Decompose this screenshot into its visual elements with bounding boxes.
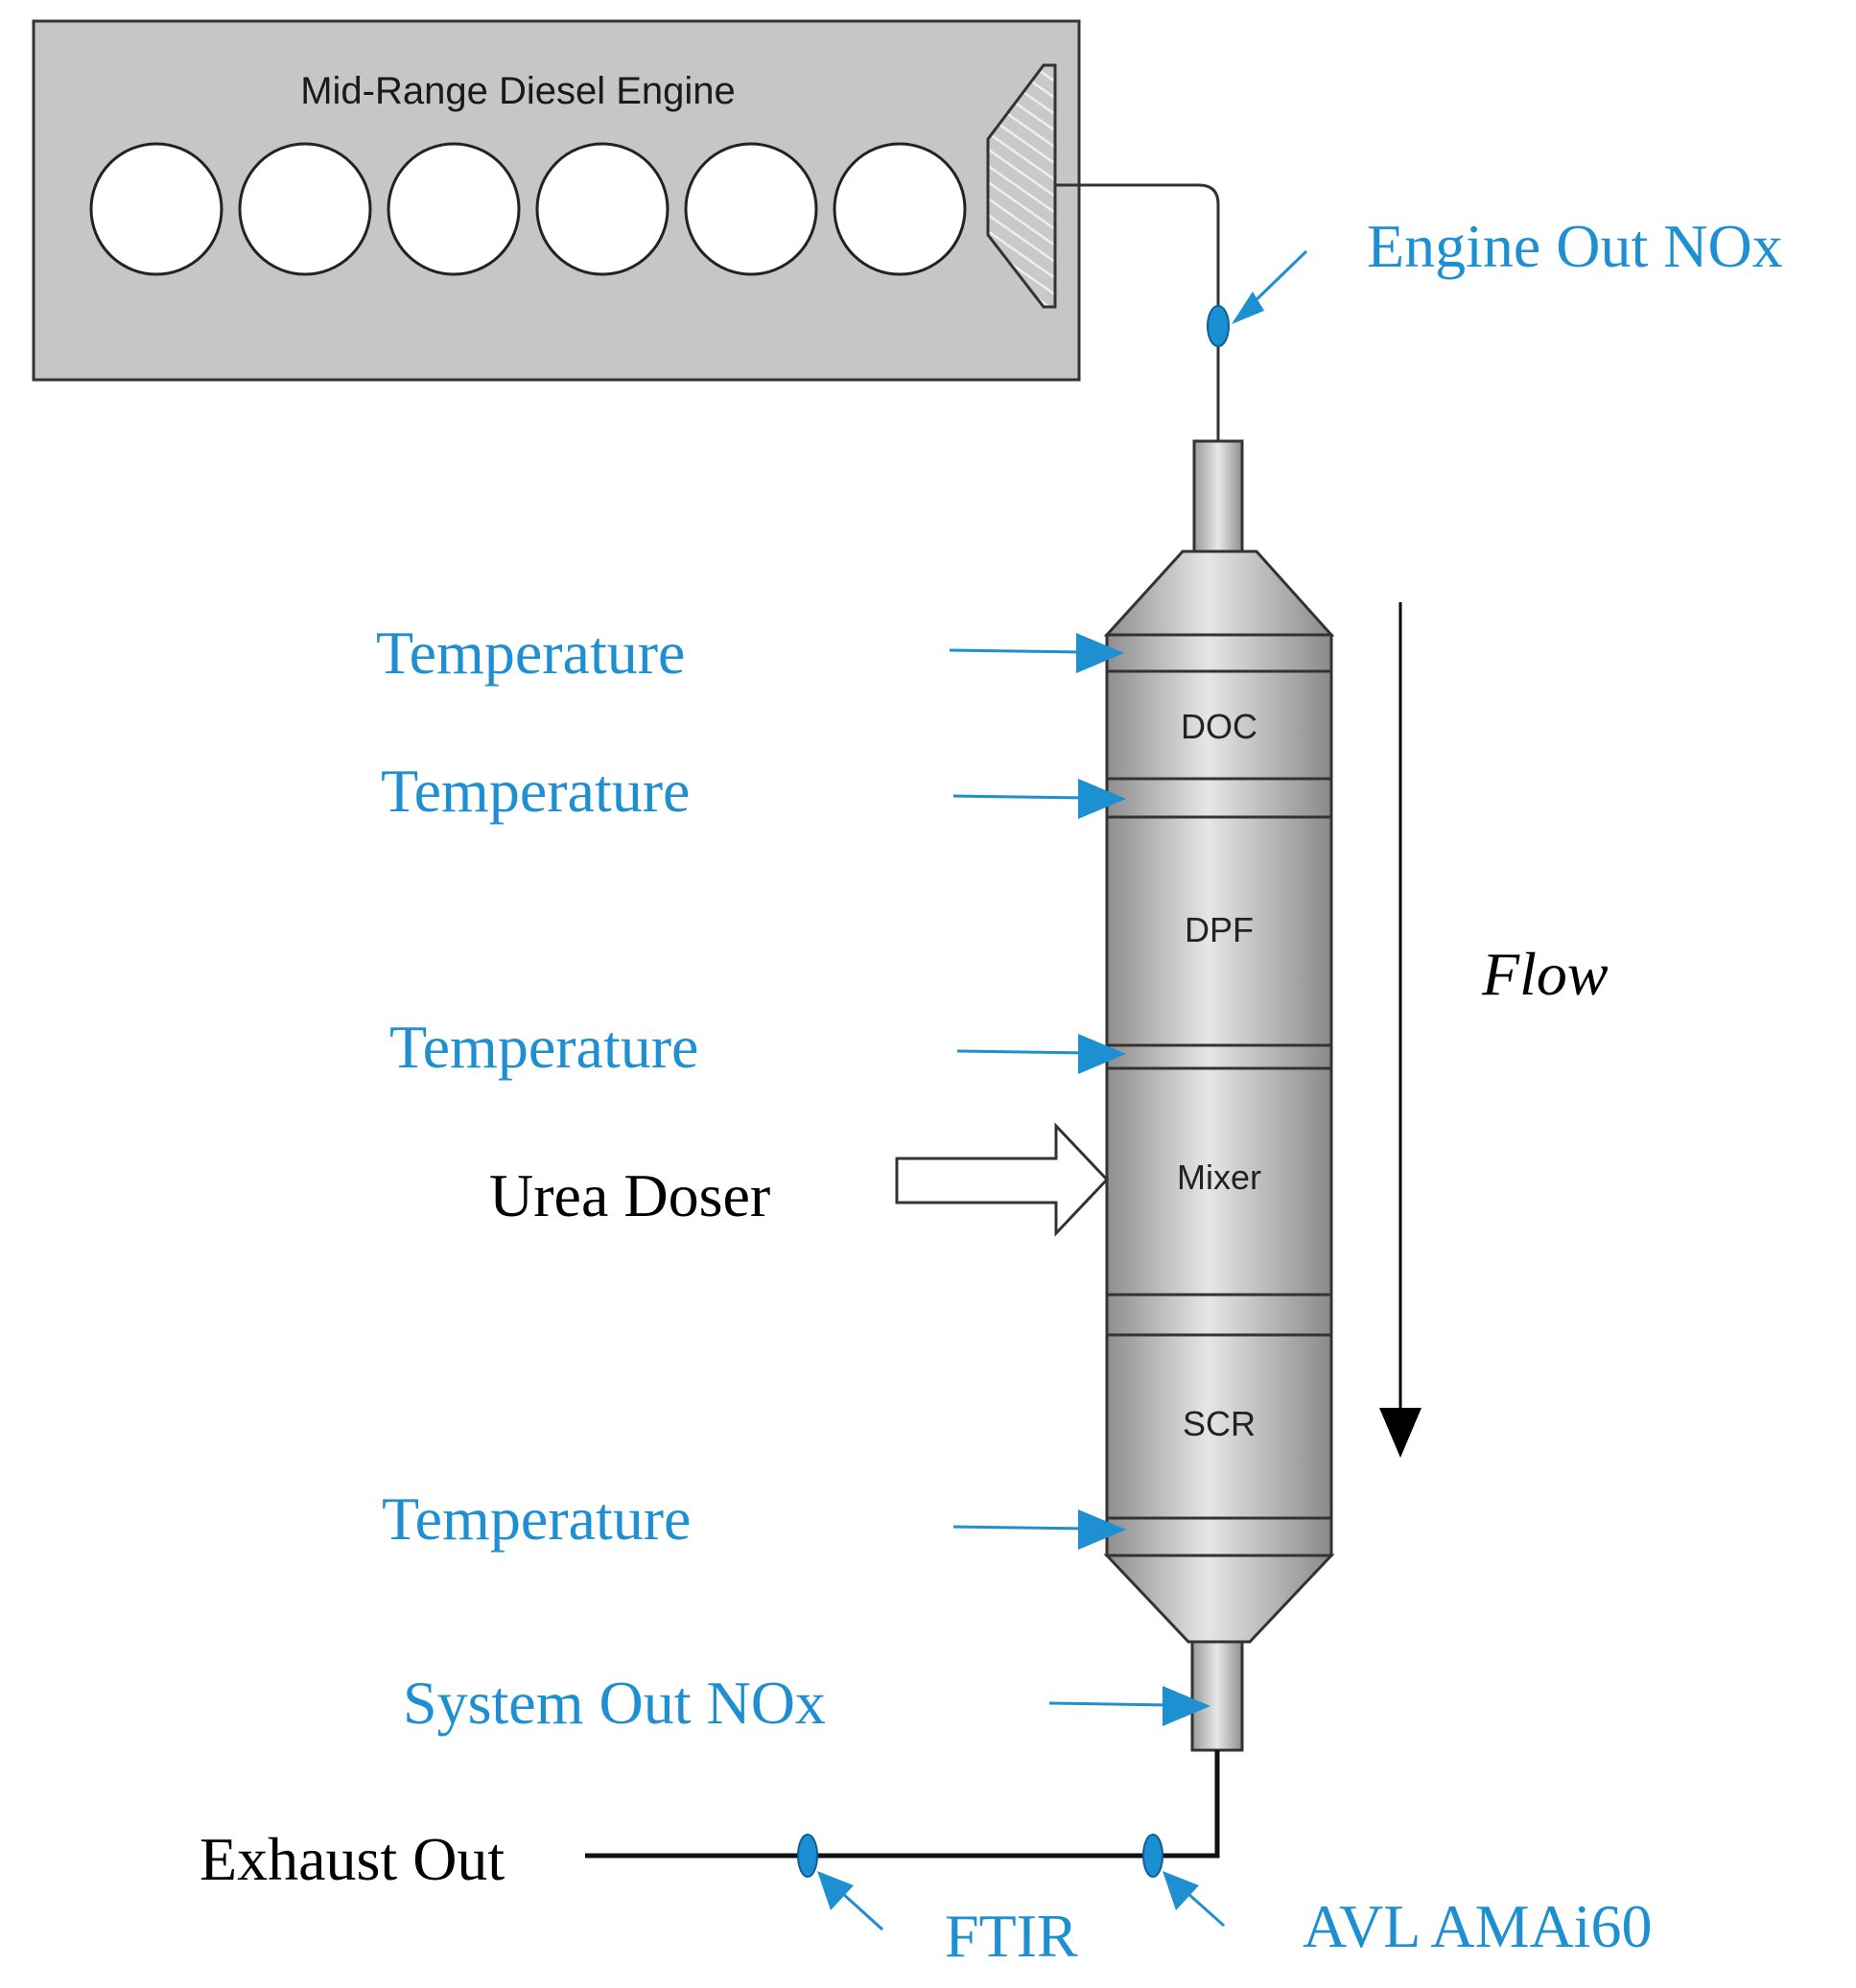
canister-body xyxy=(1105,633,1333,1557)
engine-title: Mid-Range Diesel Engine xyxy=(300,70,736,112)
tailpipe xyxy=(585,1750,1220,1859)
avl-pointer xyxy=(1186,1891,1226,1928)
engine-out-nox-sensor xyxy=(1207,305,1230,347)
avl-arrowhead xyxy=(1163,1871,1199,1910)
avl-label: AVL AMAi60 xyxy=(1303,1892,1653,1960)
system-out-nox-pointer xyxy=(1048,1701,1169,1707)
temperature-pointer xyxy=(949,648,1085,654)
inlet-cone xyxy=(1103,550,1335,637)
engine-out-nox-arrowhead xyxy=(1232,292,1264,324)
temperature-pointer xyxy=(952,794,1089,800)
engine-out-nox-label: Engine Out NOx xyxy=(1367,212,1783,280)
temperature-arrowhead xyxy=(1078,1034,1126,1074)
temperature-label: Temperature xyxy=(389,1013,698,1081)
system-out-nox-label: System Out NOx xyxy=(403,1669,826,1737)
system-out-nox-arrowhead xyxy=(1163,1686,1210,1726)
engine-cylinder xyxy=(833,142,967,276)
flow-arrowhead xyxy=(1379,1408,1421,1458)
temperature-label: Temperature xyxy=(382,1485,691,1553)
mixer-label: Mixer xyxy=(1177,1158,1261,1197)
engine-cylinder xyxy=(238,142,372,276)
temperature-sensor-3: Temperature xyxy=(389,1013,1126,1081)
turbocharger-icon xyxy=(986,63,1057,309)
flow-label: Flow xyxy=(1481,940,1609,1008)
doc-label: DOC xyxy=(1181,707,1257,746)
ftir-sensor xyxy=(797,1834,818,1878)
aftertreatment-canister: DOC DPF Mixer SCR xyxy=(1103,439,1335,1752)
temperature-label: Temperature xyxy=(376,619,685,687)
inlet-pipe xyxy=(1192,439,1244,553)
scr-label: SCR xyxy=(1183,1404,1256,1443)
avl-sensor xyxy=(1142,1834,1163,1878)
engine-cylinder xyxy=(535,142,670,276)
temperature-sensor-4: Temperature xyxy=(382,1485,1126,1553)
urea-doser-arrow xyxy=(895,1122,1110,1237)
engine-block: Mid-Range Diesel Engine xyxy=(32,19,1081,382)
ftir-pointer xyxy=(840,1891,884,1931)
temperature-arrowhead xyxy=(1078,779,1126,819)
temperature-pointer xyxy=(956,1049,1089,1055)
outlet-pipe xyxy=(1190,1640,1244,1752)
ftir-label: FTIR xyxy=(945,1902,1078,1970)
dpf-label: DPF xyxy=(1185,910,1254,949)
temperature-pointer xyxy=(952,1525,1089,1531)
temperature-arrowhead xyxy=(1078,1509,1126,1550)
engine-cylinder xyxy=(684,142,818,276)
temperature-sensor-1: Temperature xyxy=(376,619,1124,687)
engine-exhaust-pipe xyxy=(1055,183,1220,441)
exhaust-out-label: Exhaust Out xyxy=(200,1825,505,1893)
engine-cylinder xyxy=(89,142,223,276)
temperature-arrowhead xyxy=(1076,633,1124,673)
temperature-sensor-2: Temperature xyxy=(381,757,1126,825)
engine-cylinder xyxy=(387,142,521,276)
urea-doser-label: Urea Doser xyxy=(489,1161,770,1229)
ftir-arrowhead xyxy=(817,1871,854,1910)
outlet-cone xyxy=(1103,1554,1335,1644)
temperature-label: Temperature xyxy=(381,757,690,825)
